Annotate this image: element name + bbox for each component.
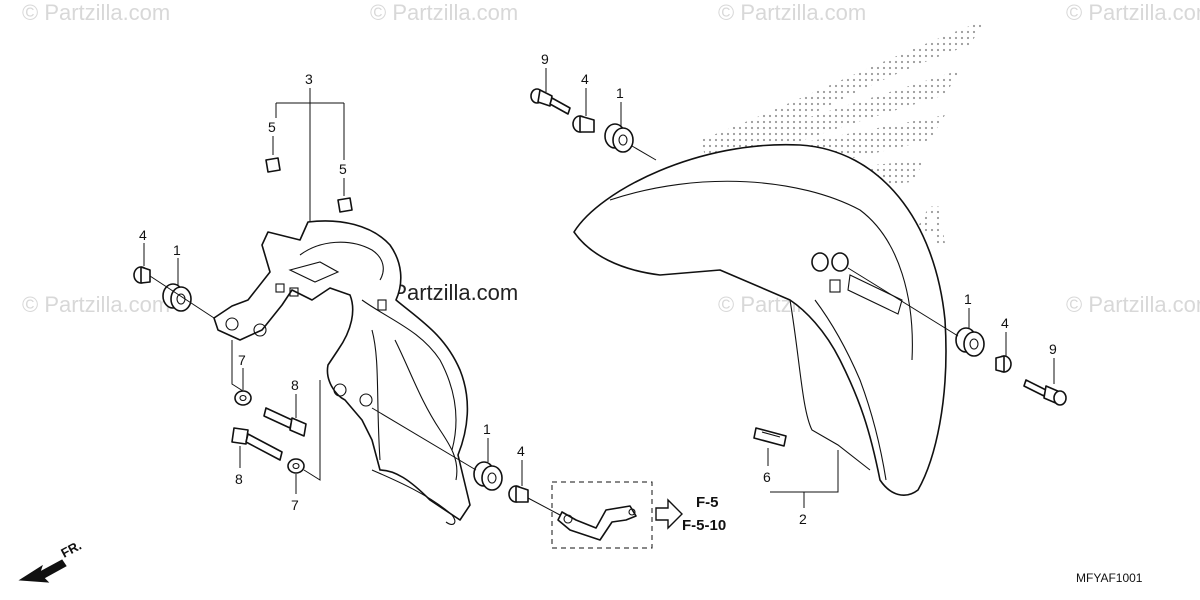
bolt-8-lower [231,427,283,461]
reference-bracket-box [551,481,653,549]
washer-7-lower [287,458,305,474]
watermark: © Partzilla.com [718,0,866,25]
watermark: © Partzilla.com [370,0,518,25]
grommet-1-lower [473,461,503,491]
seal-6 [753,427,787,447]
callout-number[interactable]: 1 [616,85,624,101]
callout-number[interactable]: 5 [268,119,276,135]
leader-line [527,497,561,516]
callout-number[interactable]: 2 [799,511,807,527]
leader-line [847,267,959,337]
callout-number[interactable]: 8 [235,471,243,487]
callout-number[interactable]: 9 [541,51,549,67]
washer-7-upper [234,390,252,406]
bolt-9-right [1023,379,1067,406]
callout-labels: 3 5 5 4 1 7 8 8 7 1 4 9 4 1 1 4 9 6 2 [139,51,1057,527]
front-fender [573,143,947,496]
leader-line [231,340,244,392]
callout-number[interactable]: 1 [483,421,491,437]
callout-number[interactable]: 4 [581,71,589,87]
leader-line [149,275,215,319]
callout-number[interactable]: 6 [763,469,771,485]
front-direction-indicator: FR. [18,538,84,583]
reference-label-secondary[interactable]: F-5-10 [682,517,726,534]
leader-line [371,407,477,471]
callout-number[interactable]: 1 [964,291,972,307]
callout-number[interactable]: 7 [291,497,299,513]
bolt-8-upper [263,407,307,437]
clip-5-a [265,157,281,173]
clip-5-b [337,197,353,213]
leader-line [303,380,321,481]
diagram-code: MFYAF1001 [1076,571,1143,585]
callout-number[interactable]: 4 [139,227,147,243]
inner-fender-assembly [213,220,471,525]
reference-arrow [655,498,683,530]
callout-number[interactable]: 4 [1001,315,1009,331]
callout-number[interactable]: 4 [517,443,525,459]
front-arrow-icon [18,559,67,583]
callout-number[interactable]: 5 [339,161,347,177]
watermark: © Partzilla.com [1066,292,1200,317]
callout-leaders [143,68,1055,508]
grommet-1-left [162,283,192,312]
collar-4-right [995,355,1012,373]
grommet-1-upper [604,123,634,153]
watermark: © Partzilla.com [22,0,170,25]
collar-4-left [133,266,151,284]
callout-number[interactable]: 1 [173,242,181,258]
collar-4-lower [508,485,529,503]
grommet-1-right [955,327,985,357]
watermark: © Partzilla.com [1066,0,1200,25]
callout-number[interactable]: 8 [291,377,299,393]
reference-label-primary[interactable]: F-5 [696,494,719,511]
leader-line [631,145,657,161]
collar-4-upper [572,115,595,133]
callout-number[interactable]: 9 [1049,341,1057,357]
watermark: © Partzilla.com [22,292,170,317]
callout-number[interactable]: 7 [238,352,246,368]
callout-number[interactable]: 3 [305,71,313,87]
watermark-layer: © Partzilla.com © Partzilla.com © Partzi… [22,0,1200,317]
front-direction-label: FR. [58,538,84,561]
bolt-9-upper [530,88,571,115]
